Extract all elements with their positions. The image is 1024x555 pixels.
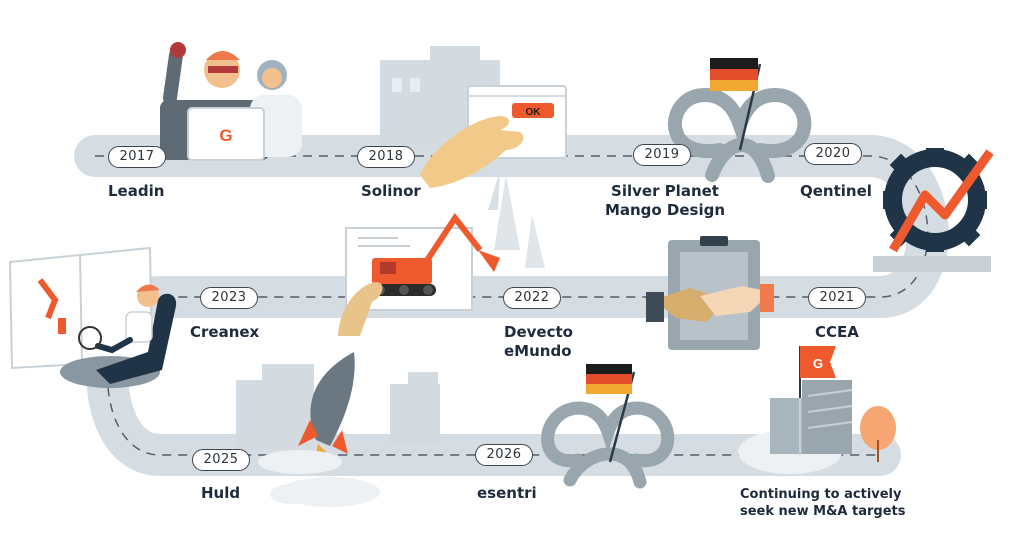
company-label-qentinel: Qentinel (800, 182, 872, 200)
handshake-clipboard-icon (646, 236, 774, 350)
final-note: Continuing to actively seek new M&A targ… (740, 486, 906, 520)
people-laptop-icon: G (160, 42, 302, 161)
timeline-dashed-line (95, 155, 929, 456)
year-badge-2026: 2026 (475, 444, 533, 466)
logo-letter: G (813, 356, 823, 371)
company-label-esentri: esentri (477, 484, 537, 502)
year-badge-2020: 2020 (804, 143, 862, 165)
office-building-icon: G (738, 346, 896, 474)
company-label-line2: Mango Design (604, 201, 726, 219)
final-note-line2: seek new M&A targets (740, 504, 906, 519)
ok-button-label: OK (526, 107, 542, 118)
company-label-creanex: Creanex (190, 323, 260, 341)
company-label-devecto: Devecto eMundo (504, 323, 573, 361)
company-label-line2: eMundo (504, 342, 572, 360)
year-badge-2021: 2021 (808, 287, 866, 309)
logo-letter: G (219, 126, 232, 145)
excavator-icon (338, 212, 500, 336)
year-badge-2023: 2023 (200, 287, 258, 309)
year-badge-2018: 2018 (357, 146, 415, 168)
gear-chart-icon (873, 148, 994, 272)
company-label-solinor: Solinor (361, 182, 421, 200)
rocket-icon (236, 352, 440, 507)
company-label-line1: Silver Planet (611, 182, 719, 200)
year-badge-2017: 2017 (108, 146, 166, 168)
year-badge-2022: 2022 (503, 287, 561, 309)
simulator-driver-icon (8, 246, 177, 388)
company-label-line1: Devecto (504, 323, 573, 341)
pretzel-flag-icon (667, 58, 812, 183)
company-label-silver-planet: Silver Planet Mango Design (600, 182, 730, 220)
pretzel-flag-icon (541, 364, 675, 489)
company-label-ccea: CCEA (815, 323, 859, 341)
company-label-huld: Huld (201, 484, 241, 502)
company-label-leadin: Leadin (108, 182, 165, 200)
browser-ok-icon: OK (380, 46, 567, 268)
year-badge-2019: 2019 (633, 144, 691, 166)
final-note-line1: Continuing to actively (740, 487, 902, 502)
year-badge-2025: 2025 (192, 449, 250, 471)
